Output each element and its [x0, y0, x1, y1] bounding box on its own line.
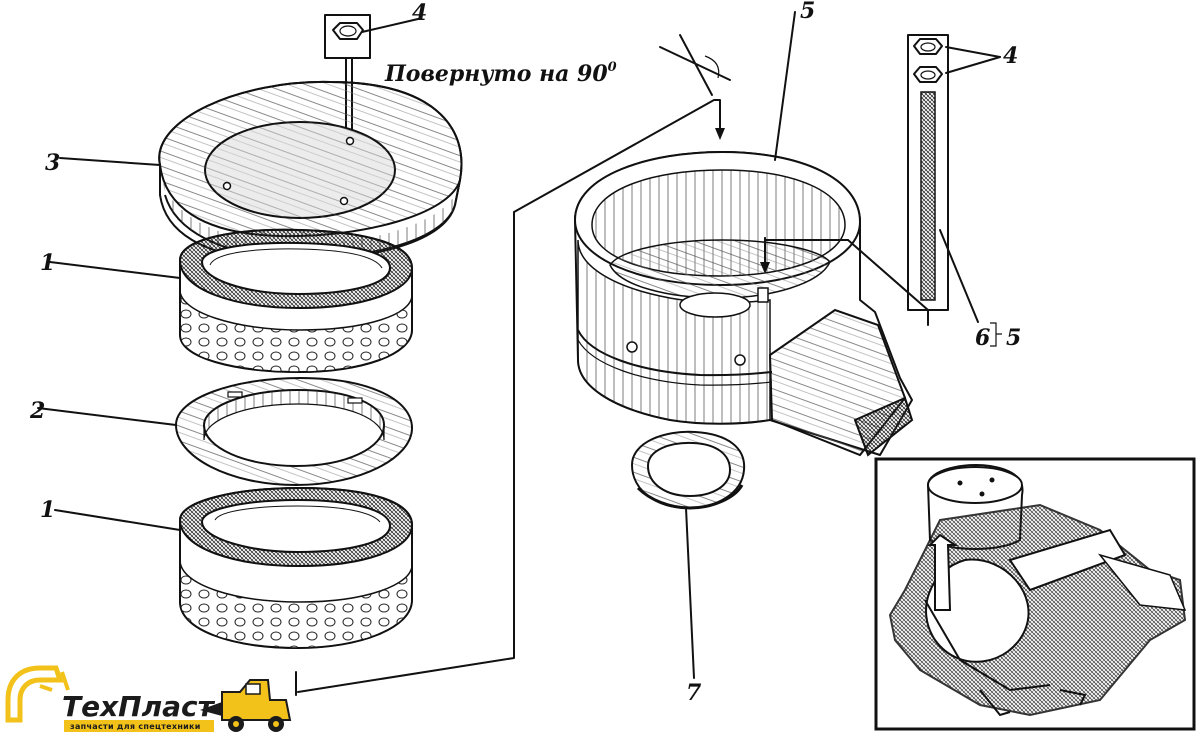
techplast-logo: ТехПласт запчасти для спецтехники — [5, 665, 292, 732]
part-1-filter-element-bottom — [54, 486, 414, 649]
rotation-note-degree: 0 — [608, 60, 617, 75]
logo-excavator-arm-icon — [5, 665, 64, 723]
callout-3: 3 — [45, 150, 60, 176]
callout-6: 6 — [975, 325, 990, 351]
callout-2: 2 — [29, 398, 45, 424]
engine-location-inset — [874, 457, 1196, 731]
callout-6-bracket-5: 5 — [1006, 325, 1021, 351]
rotation-note: Повернуто на 900 — [384, 60, 617, 87]
rotation-symbol — [659, 34, 731, 96]
callout-7: 7 — [686, 680, 702, 706]
logo-tagline: запчасти для спецтехники — [70, 722, 201, 731]
logo-tagline-band — [64, 720, 214, 732]
part-7-gasket — [630, 430, 746, 679]
callout-5: 5 — [800, 0, 815, 24]
logo-name: ТехПласт — [62, 690, 216, 723]
part-2-sealing-ring — [37, 376, 414, 487]
rotation-note-text: Повернуто на 90 — [384, 61, 608, 87]
part-6-stud-with-nuts — [847, 34, 1001, 326]
logo-loader-icon — [221, 679, 292, 721]
callout-1-bottom: 1 — [40, 497, 55, 523]
callout-4-right: 4 — [1003, 43, 1018, 69]
part-1-filter-element-top — [49, 228, 414, 373]
part-5-filter-housing — [573, 11, 914, 457]
callout-4-top: 4 — [412, 0, 427, 26]
callout-1-top: 1 — [40, 250, 55, 276]
assembly-leader-line — [295, 99, 725, 696]
